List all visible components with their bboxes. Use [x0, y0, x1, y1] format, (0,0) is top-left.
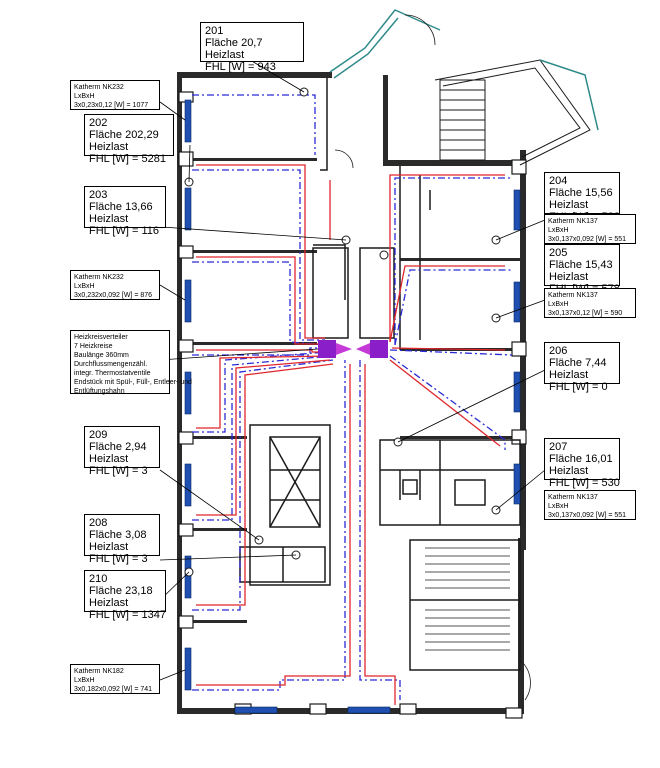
room-210-area: Fläche 23,18	[89, 585, 153, 597]
room-208-heating-label: Heizlast	[89, 541, 129, 553]
spec-dims-label: LxBxH	[548, 301, 569, 308]
room-209-area: Fläche 2,94	[89, 441, 147, 453]
room-207-number: 207	[549, 441, 568, 453]
room-203-heating-label: Heizlast	[89, 213, 129, 225]
room-201-number: 201	[205, 25, 224, 37]
spec-dims-label: LxBxH	[548, 503, 569, 510]
note-line-6: Endstück mit Spül-, Füll-, Entleer- und	[74, 379, 192, 386]
room-207-load: FHL [W] = 530	[549, 477, 620, 489]
room-209-load: FHL [W] = 3	[89, 465, 148, 477]
room-202-number: 202	[89, 117, 108, 129]
room-206-heating-label: Heizlast	[549, 369, 589, 381]
interior-walls	[239, 78, 521, 671]
radiator-spec-nk232-b: Katherm NK232 LxBxH 3x0,232x0,092 [W] = …	[70, 270, 160, 300]
spec-model: Katherm NK232	[74, 274, 124, 281]
supply-pipes	[196, 164, 506, 705]
room-label-203: 203 Fläche 13,66 Heizlast FHL [W] = 116	[84, 186, 166, 237]
room-label-210: 210 Fläche 23,18 Heizlast FHL [W] = 1347	[84, 570, 166, 621]
spec-dims-label: LxBxH	[74, 93, 95, 100]
room-208-number: 208	[89, 517, 108, 529]
room-label-204: 204 Fläche 15,56 Heizlast FHL [W] = 532	[544, 172, 620, 223]
spec-dims: 3x0,232x0,092 [W] = 876	[74, 292, 153, 299]
room-label-205: 205 Fläche 15,43 Heizlast FHL [W] = 578	[544, 244, 620, 295]
distributor-note: Heizkreisverteiler 7 Heizkreise Baulänge…	[70, 330, 192, 395]
room-204-area: Fläche 15,56	[549, 187, 613, 199]
room-label-202: 202 Fläche 202,29 Heizlast FHL [W] = 528…	[84, 114, 174, 165]
note-line-7: Entlüftungshahn	[74, 388, 125, 395]
room-204-heating-label: Heizlast	[549, 199, 589, 211]
spec-model: Katherm NK232	[74, 84, 124, 91]
spec-dims-label: LxBxH	[74, 283, 95, 290]
room-203-number: 203	[89, 189, 108, 201]
room-209-heating-label: Heizlast	[89, 453, 129, 465]
radiator-spec-nk182: Katherm NK182 LxBxH 3x0,182x0,092 [W] = …	[70, 664, 160, 694]
radiator-spec-nk232-a: Katherm NK232 LxBxH 3x0,23x0,12 [W] = 10…	[70, 80, 160, 110]
door-arcs	[334, 14, 531, 701]
note-line-3: Baulänge 360mm	[74, 352, 129, 359]
note-line-4: Durchflussmengenzähl.	[74, 361, 148, 368]
room-201-load: FHL [W] = 943	[205, 61, 276, 73]
room-210-heating-label: Heizlast	[89, 597, 129, 609]
room-206-area: Fläche 7,44	[549, 357, 607, 369]
spec-dims-label: LxBxH	[548, 227, 569, 234]
note-line-1: Heizkreisverteiler	[74, 334, 128, 341]
room-202-heating-label: Heizlast	[89, 141, 129, 153]
return-pipes	[192, 94, 513, 700]
note-line-5: integr. Thermostatventile	[74, 370, 151, 377]
spec-model: Katherm NK137	[548, 494, 598, 501]
room-210-number: 210	[89, 573, 108, 585]
note-line-2: 7 Heizkreise	[74, 343, 113, 350]
room-202-area: Fläche 202,29	[89, 129, 159, 141]
spec-model: Katherm NK137	[548, 292, 598, 299]
room-201-heating-label: Heizlast	[205, 49, 245, 61]
spec-dims: 3x0,23x0,12 [W] = 1077	[74, 102, 149, 109]
heating-distributors	[318, 340, 388, 358]
spec-dims: 3x0,137x0,12 [W] = 590	[548, 310, 623, 317]
room-203-load: FHL [W] = 116	[89, 225, 159, 237]
room-label-207: 207 Fläche 16,01 Heizlast FHL [W] = 530	[544, 438, 620, 489]
spec-dims: 3x0,137x0,092 [W] = 551	[548, 512, 627, 519]
room-205-heating-label: Heizlast	[549, 271, 589, 283]
room-label-208: 208 Fläche 3,08 Heizlast FHL [W] = 3	[84, 514, 160, 565]
leader-lines	[119, 59, 546, 681]
window-piers	[178, 91, 527, 719]
room-label-201: 201 Fläche 20,7 Heizlast FHL [W] = 943	[200, 22, 304, 73]
radiator-spec-nk137-c: Katherm NK137 LxBxH 3x0,137x0,092 [W] = …	[544, 490, 636, 520]
room-208-load: FHL [W] = 3	[89, 553, 148, 565]
spec-model: Katherm NK182	[74, 668, 124, 675]
room-206-load: FHL [W] = 0	[549, 381, 608, 393]
spec-model: Katherm NK137	[548, 218, 598, 225]
radiator-spec-nk137-b: Katherm NK137 LxBxH 3x0,137x0,12 [W] = 5…	[544, 288, 636, 318]
room-label-206: 206 Fläche 7,44 Heizlast FHL [W] = 0	[544, 342, 620, 393]
stair-north	[434, 59, 591, 166]
room-203-area: Fläche 13,66	[89, 201, 153, 213]
spec-dims-label: LxBxH	[74, 677, 95, 684]
room-202-load: FHL [W] = 5281	[89, 153, 166, 165]
room-209-number: 209	[89, 429, 108, 441]
radiator-spec-nk137-a: Katherm NK137 LxBxH 3x0,137x0,092 [W] = …	[544, 214, 636, 244]
spec-dims: 3x0,137x0,092 [W] = 551	[548, 236, 627, 243]
room-208-area: Fläche 3,08	[89, 529, 147, 541]
room-207-area: Fläche 16,01	[549, 453, 613, 465]
room-206-number: 206	[549, 345, 568, 357]
room-204-number: 204	[549, 175, 568, 187]
room-label-209: 209 Fläche 2,94 Heizlast FHL [W] = 3	[84, 426, 160, 477]
spec-dims: 3x0,182x0,092 [W] = 741	[74, 686, 153, 693]
glazed-wing-north	[329, 9, 599, 131]
room-201-area: Fläche 20,7	[205, 37, 263, 49]
room-205-area: Fläche 15,43	[549, 259, 613, 271]
room-207-heating-label: Heizlast	[549, 465, 589, 477]
room-205-number: 205	[549, 247, 568, 259]
radiators	[184, 99, 521, 714]
room-210-load: FHL [W] = 1347	[89, 609, 166, 621]
stair-south	[425, 547, 510, 651]
